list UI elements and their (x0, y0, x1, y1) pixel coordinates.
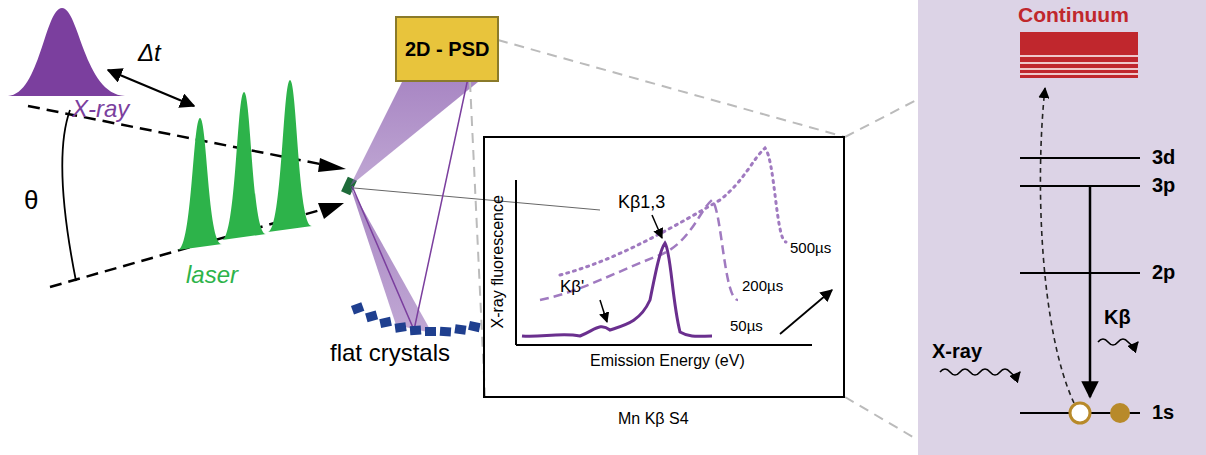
xray-label: X-ray (72, 96, 129, 122)
spectrum-inset: Kβ' Kβ1,3 X-ray fluorescenceEmission Energ… (483, 136, 845, 398)
xray-label: X-ray (932, 340, 982, 362)
peak-label: Kβ' (560, 278, 584, 297)
laser-label: laser (186, 262, 238, 288)
detector-label: 2D - PSD (405, 38, 489, 60)
transition-label: Kβ (1104, 306, 1131, 328)
caption-label: Mn Kβ S4 (618, 410, 689, 428)
continuum-band: Continuum (1010, 4, 1150, 80)
time-label: 500µs (790, 240, 831, 257)
continuum-label: Continuum (1018, 3, 1129, 26)
peak-label: Kβ1,3 (618, 193, 665, 213)
axis-label: Emission Energy (eV) (590, 352, 745, 370)
level-label: 2p (1152, 261, 1175, 283)
angle-label: θ (24, 186, 38, 215)
level-label: 3d (1152, 146, 1175, 168)
delay-label: Δt (138, 40, 161, 66)
level-label: 3p (1152, 174, 1175, 196)
level-label: 1s (1152, 401, 1174, 423)
axis-label: X-ray fluorescence (489, 195, 507, 328)
detector-box: 2D - PSD (395, 16, 499, 82)
time-label: 200µs (742, 278, 783, 295)
crystal-label: flat crystals (330, 340, 450, 366)
time-label: 50µs (730, 318, 763, 335)
